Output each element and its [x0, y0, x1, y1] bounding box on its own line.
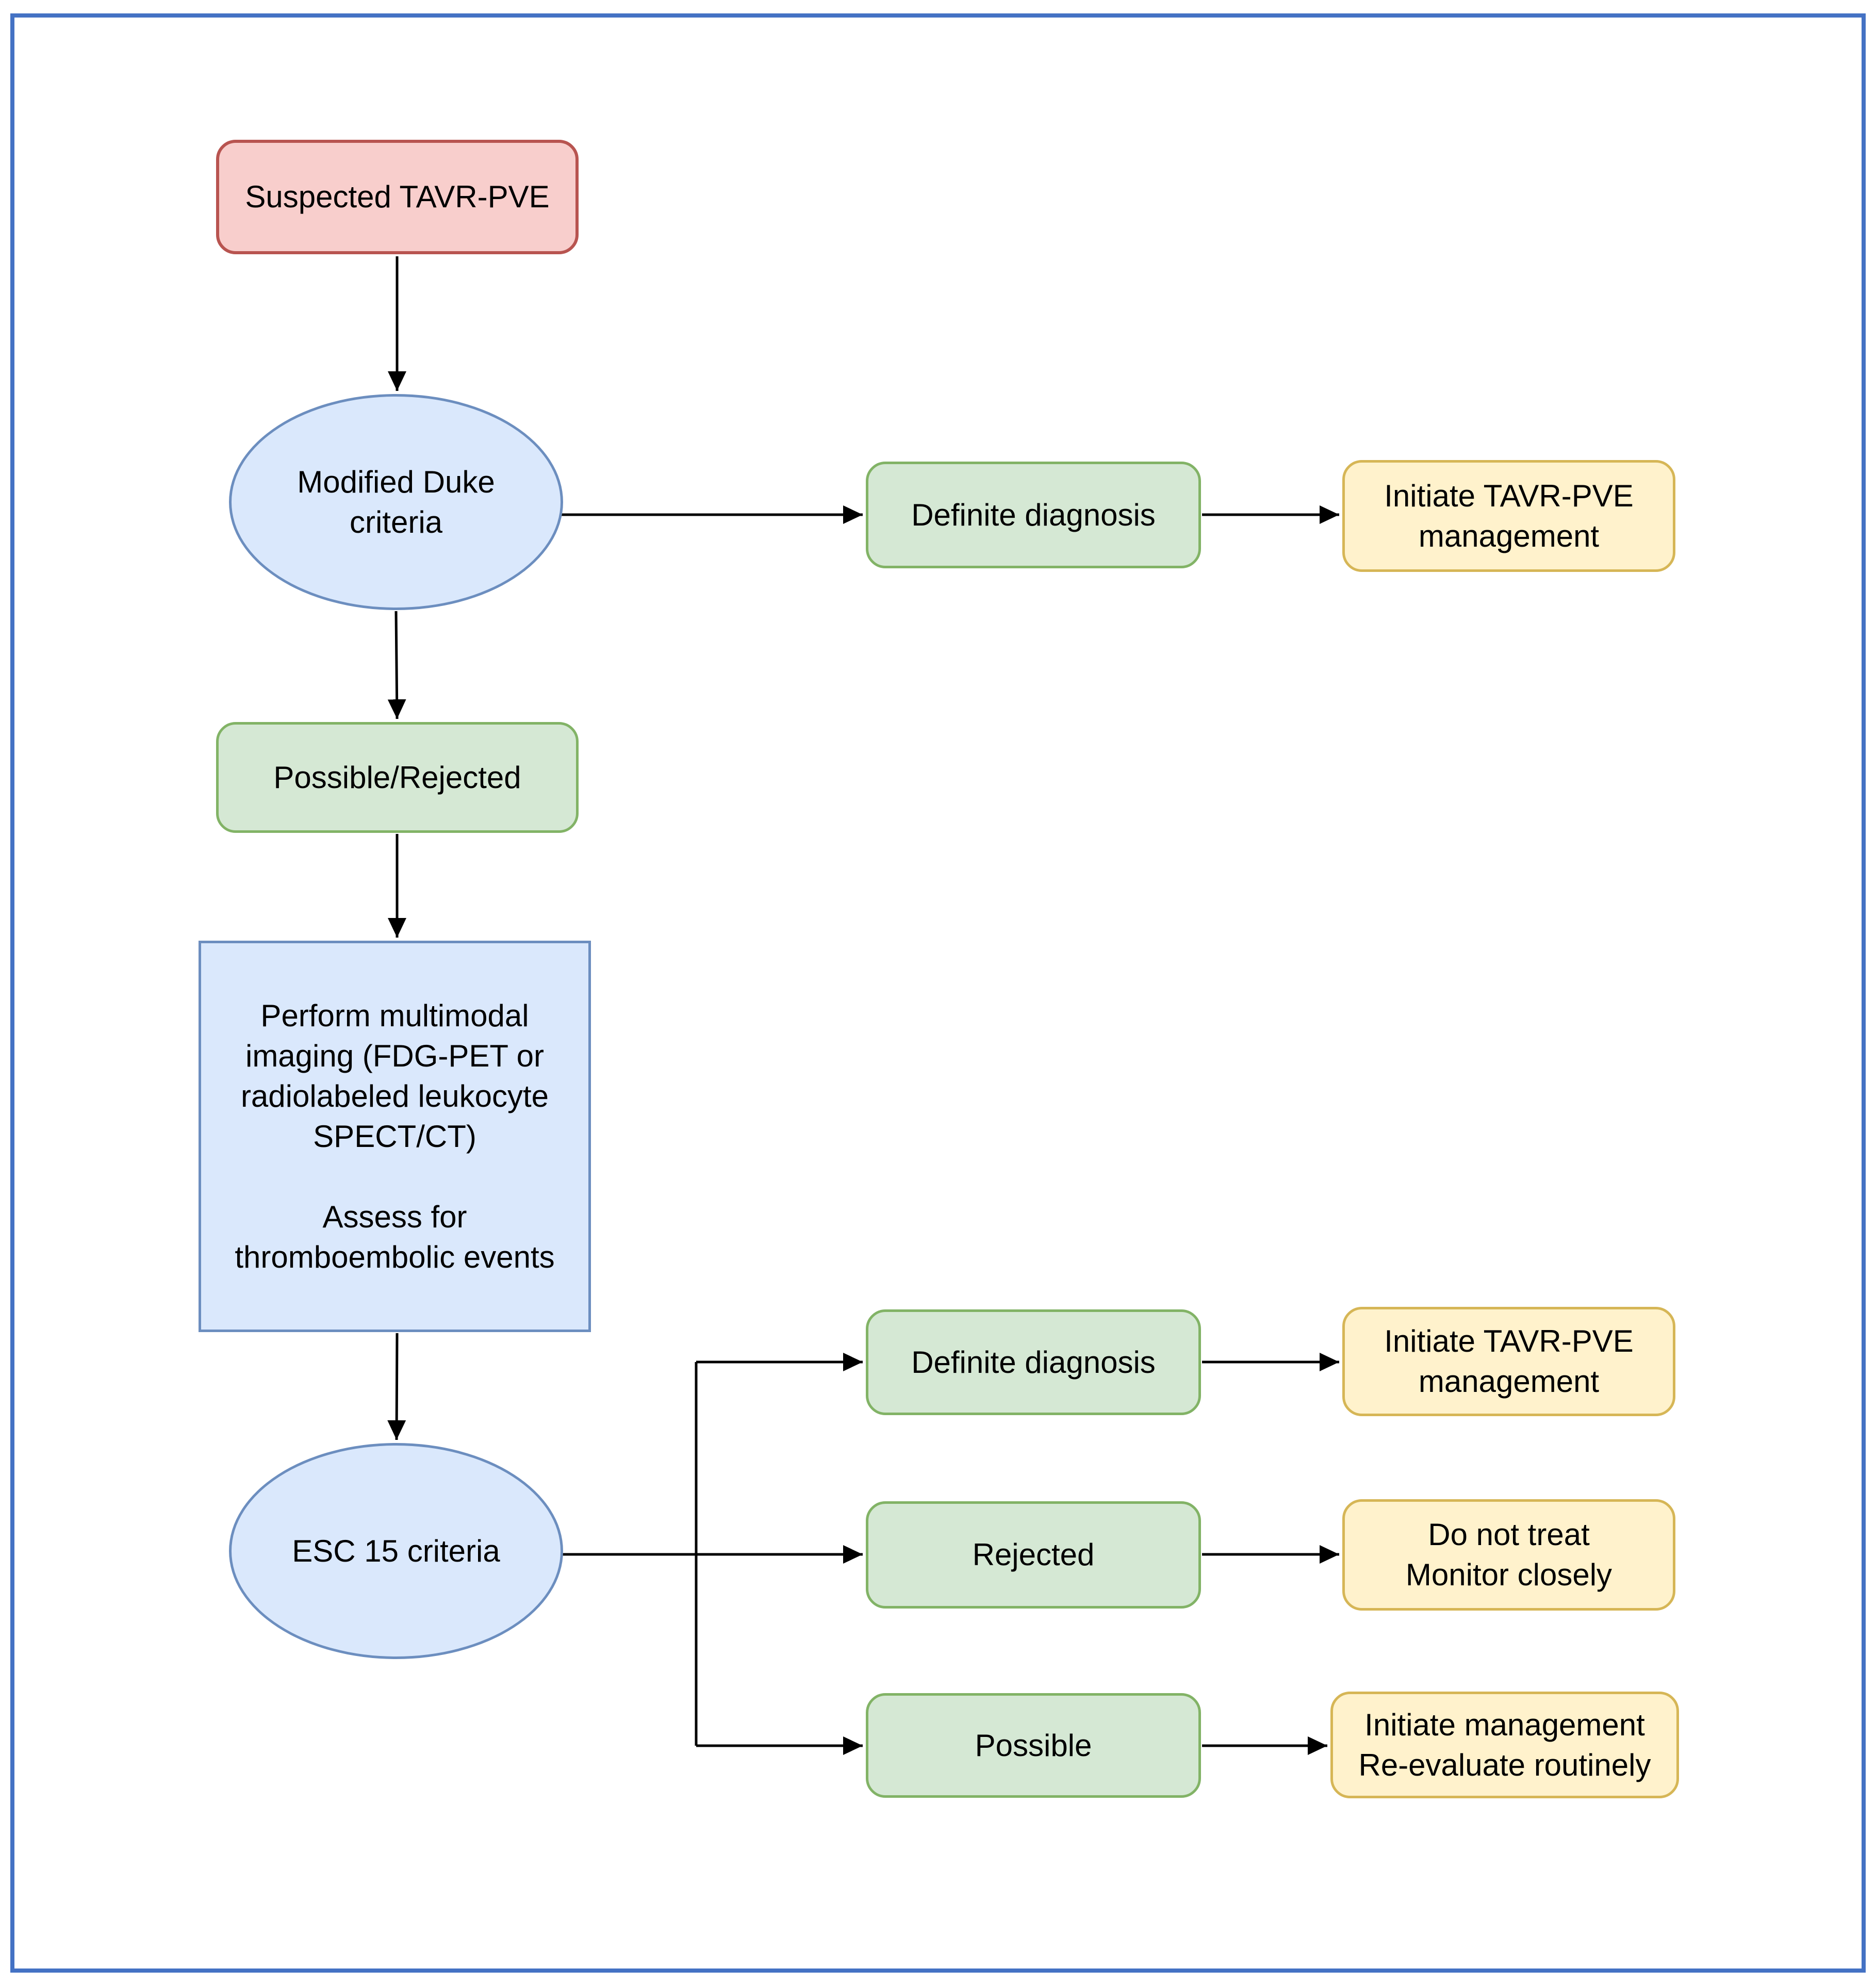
node-rejected-label: Rejected	[972, 1537, 1095, 1572]
node-suspected-label: Suspected TAVR-PVE	[245, 179, 550, 214]
node-definite-bottom-label: Definite diagnosis	[911, 1344, 1156, 1380]
node-possible: Possible	[866, 1693, 1201, 1798]
initiate-reevaluate-line-1: Initiate management	[1364, 1707, 1645, 1742]
node-possible-label: Possible	[975, 1728, 1092, 1763]
initiate-reevaluate-line-2: Re-evaluate routinely	[1358, 1747, 1651, 1782]
node-initiate-management-top: Initiate TAVR-PVE management	[1342, 460, 1675, 572]
node-initiate-reevaluate: Initiate management Re-evaluate routinel…	[1330, 1692, 1679, 1798]
node-possible-rejected: Possible/Rejected	[216, 722, 579, 833]
do-not-treat-line-1: Do not treat	[1428, 1517, 1590, 1552]
node-initiate-bottom-label: Initiate TAVR-PVE management	[1384, 1324, 1634, 1399]
node-modified-duke-criteria: Modified Duke criteria	[229, 394, 563, 610]
node-initiate-top-label: Initiate TAVR-PVE management	[1384, 478, 1634, 553]
node-definite-top-label: Definite diagnosis	[911, 497, 1156, 532]
node-possible-rejected-label: Possible/Rejected	[273, 760, 521, 795]
imaging-paragraph-1: Perform multimodal imaging (FDG-PET or r…	[240, 998, 549, 1154]
node-initiate-management-bottom: Initiate TAVR-PVE management	[1342, 1307, 1675, 1416]
node-rejected: Rejected	[866, 1501, 1201, 1609]
node-definite-diagnosis-bottom: Definite diagnosis	[866, 1309, 1201, 1415]
node-esc-15-criteria: ESC 15 criteria	[229, 1443, 563, 1659]
node-esc15-label: ESC 15 criteria	[292, 1533, 500, 1568]
imaging-paragraph-2: Assess for thromboembolic events	[235, 1199, 555, 1274]
node-suspected-tavr-pve: Suspected TAVR-PVE	[216, 140, 579, 254]
node-modified-duke-label: Modified Duke criteria	[297, 464, 495, 539]
do-not-treat-line-2: Monitor closely	[1405, 1557, 1612, 1592]
node-definite-diagnosis-top: Definite diagnosis	[866, 462, 1201, 568]
connector-duke-to-possible-rejected	[387, 611, 406, 719]
node-multimodal-imaging: Perform multimodal imaging (FDG-PET or r…	[199, 941, 591, 1332]
node-do-not-treat: Do not treat Monitor closely	[1342, 1499, 1675, 1611]
